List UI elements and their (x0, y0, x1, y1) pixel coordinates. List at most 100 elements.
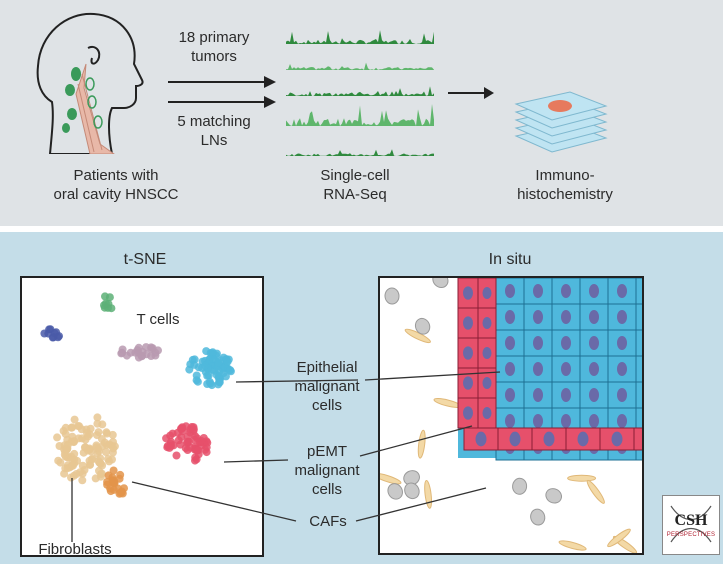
pemt-point (194, 446, 203, 455)
sequencing-track (286, 149, 434, 156)
epithelial-point (226, 366, 235, 375)
tcell-point (147, 352, 156, 360)
cell-nucleus (463, 316, 473, 330)
cell-nucleus (463, 376, 473, 390)
dna-helix-icon (670, 505, 712, 543)
sequencing-track (286, 104, 434, 126)
cell-nucleus (617, 362, 627, 376)
cell-nucleus (617, 388, 627, 402)
cell-nucleus (561, 310, 571, 324)
tsne-scatter (40, 292, 235, 498)
caf-cell (558, 540, 587, 551)
pemt-point (189, 425, 198, 434)
fibroblast-point (78, 476, 87, 485)
stromal-cell (432, 278, 449, 288)
epithelial-cell (635, 407, 642, 435)
cell-nucleus (589, 388, 599, 402)
cluster-green-point (105, 293, 114, 302)
arrows-to-sequencing (168, 76, 276, 108)
cell-nucleus (475, 431, 487, 447)
stromal-cell (384, 287, 400, 305)
caf-cell (380, 473, 402, 485)
cell-nucleus (533, 414, 543, 428)
cell-nucleus (533, 388, 543, 402)
cell-nucleus (561, 388, 571, 402)
fibroblast-point (81, 443, 90, 452)
cell-nucleus (589, 284, 599, 298)
fibroblast-point (104, 454, 112, 463)
pemt-point (199, 434, 208, 442)
pemt-point (183, 446, 192, 454)
insitu-title: In situ (488, 251, 532, 268)
caf-cell (417, 429, 426, 459)
logo-text: CSH (674, 512, 708, 529)
epithelial-point (215, 378, 224, 387)
cell-nucleus (505, 336, 515, 350)
patient-head-icon (36, 12, 144, 154)
epithelial-point (201, 361, 210, 370)
tsne-title: t-SNE (123, 251, 167, 268)
caf-point (117, 488, 126, 497)
cell-nucleus (533, 362, 543, 376)
cluster-navy-point (49, 333, 58, 342)
insitu-illustration (378, 276, 644, 555)
cell-nucleus (617, 336, 627, 350)
epithelial-cell (635, 329, 642, 357)
fibroblast-point (88, 454, 97, 463)
caf-point (116, 470, 125, 479)
fibroblast-point (93, 431, 101, 440)
caf-point (109, 466, 118, 475)
fibroblast-point (68, 423, 77, 432)
fibroblast-point (56, 458, 65, 467)
cell-nucleus (617, 414, 627, 428)
cell-nucleus (561, 362, 571, 376)
sequencing-track (286, 30, 434, 44)
fibroblast-point (70, 415, 79, 424)
fibroblast-point (92, 443, 101, 452)
fibroblast-point (97, 469, 106, 478)
epithelial-cell (635, 303, 642, 331)
cell-nucleus (589, 336, 599, 350)
fibroblast-point (68, 461, 77, 470)
ihc-label: Immuno-histochemistry (517, 167, 613, 203)
caf-cell (586, 479, 605, 504)
fibroblast-point (78, 461, 87, 470)
arrow-to-ihc (448, 87, 494, 99)
epithelial-point (204, 371, 213, 380)
fibroblast-point (101, 448, 110, 456)
cell-nucleus (505, 362, 515, 376)
epithelial-cell (635, 355, 642, 383)
cell-nucleus (543, 431, 555, 447)
pemt-point (183, 437, 192, 446)
epithelial-point (192, 376, 201, 385)
pemt-point (201, 445, 210, 454)
cell-nucleus (463, 346, 473, 360)
cell-nucleus (505, 414, 515, 428)
caf-point (104, 471, 113, 480)
fibroblast-point (53, 433, 62, 442)
pemt-point (172, 451, 181, 460)
cell-nucleus (561, 284, 571, 298)
epithelial-point (214, 358, 223, 367)
cell-nucleus (482, 287, 492, 299)
cell-nucleus (533, 336, 543, 350)
cell-nucleus (463, 286, 473, 300)
cell-nucleus (611, 431, 623, 447)
ihc-slides-icon (514, 91, 608, 153)
fibroblast-point (93, 413, 102, 422)
fibroblast-point (76, 468, 85, 477)
fibroblast-point (98, 461, 107, 470)
stromal-cell (414, 317, 431, 335)
cell-nucleus (533, 310, 543, 324)
pemt-point (162, 434, 171, 443)
pemt-point (193, 434, 202, 443)
caf-point (106, 484, 115, 493)
tcell-point (126, 348, 135, 357)
stromal-cell (404, 482, 420, 500)
cell-nucleus (533, 284, 543, 298)
cell-nucleus (505, 388, 515, 402)
